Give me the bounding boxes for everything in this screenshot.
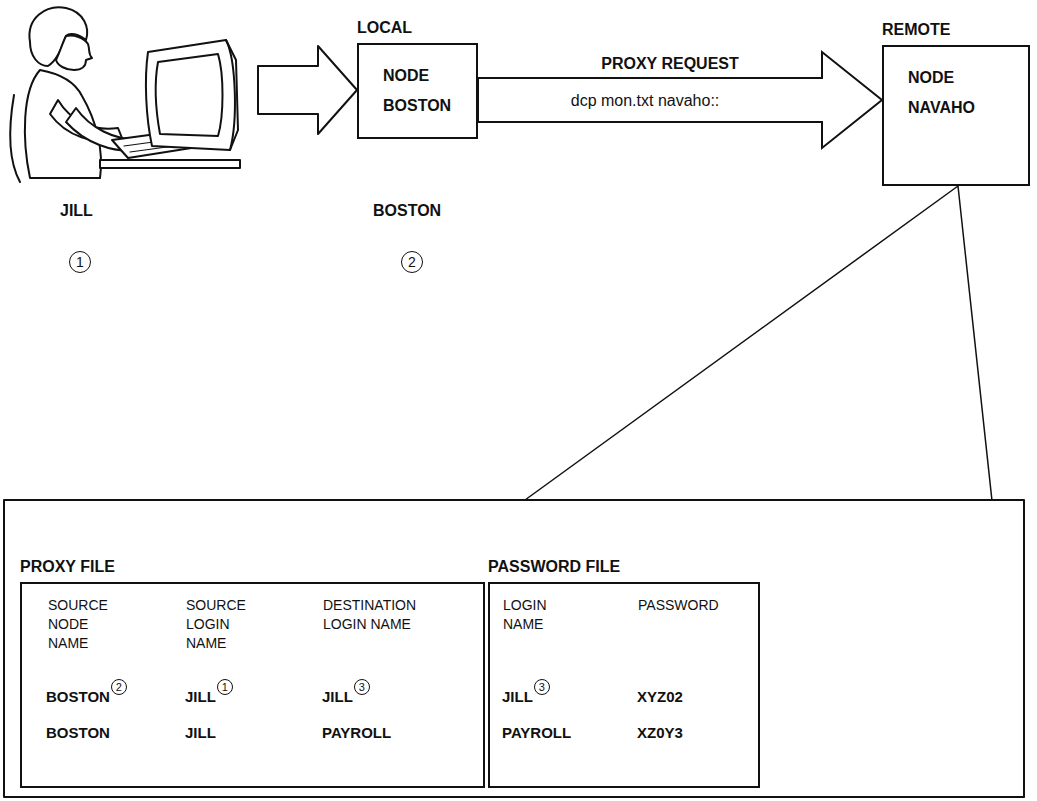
- chair-back: [10, 95, 20, 182]
- node-heading: LOCAL: [357, 19, 412, 37]
- column-header: SOURCE LOGIN NAME: [186, 596, 246, 653]
- command-text: dcp mon.txt navaho::: [571, 92, 720, 110]
- table-cell: JILL: [322, 688, 353, 705]
- column-header: DESTINATION LOGIN NAME: [323, 596, 416, 634]
- node-heading: REMOTE: [882, 21, 950, 39]
- table-cell: JILL: [185, 688, 216, 705]
- callout-number: 1: [69, 251, 91, 273]
- node-label: NODE NAVAHO: [908, 63, 975, 123]
- table-cell: JILL: [502, 688, 533, 705]
- node-heading: PROXY FILE: [20, 558, 115, 576]
- column-header: PASSWORD: [638, 596, 719, 615]
- table-cell: XYZ02: [637, 688, 683, 705]
- column-header: LOGIN NAME: [503, 596, 547, 634]
- face: [56, 35, 92, 70]
- table-cell: JILL: [185, 724, 216, 741]
- monitor-hood: [226, 40, 238, 150]
- table-cell: PAYROLL: [322, 724, 391, 741]
- person-name: JILL: [60, 202, 93, 220]
- callout-number: 2: [111, 679, 127, 695]
- node-heading: PASSWORD FILE: [488, 558, 620, 576]
- screen: [156, 54, 223, 136]
- node-name: BOSTON: [373, 202, 441, 220]
- node-label: NODE BOSTON: [383, 61, 451, 121]
- table-cell: BOSTON: [46, 724, 110, 741]
- desk: [100, 160, 240, 168]
- callout-number: 1: [217, 679, 233, 695]
- table-cell: XZ0Y3: [637, 724, 683, 741]
- callout-number: 3: [534, 679, 550, 695]
- table-cell: PAYROLL: [502, 724, 571, 741]
- node-box: REMOTENODE NAVAHO: [882, 45, 1030, 186]
- proxy-request-arrow: [478, 52, 882, 148]
- file-panel: [4, 500, 1024, 797]
- callout-number: 3: [354, 679, 370, 695]
- monitor: [146, 40, 235, 150]
- callout-number: 2: [401, 251, 423, 273]
- table-cell: BOSTON: [46, 688, 110, 705]
- request-arrow: [258, 46, 357, 134]
- node-box: LOCALNODE BOSTON: [357, 43, 478, 139]
- column-header: SOURCE NODE NAME: [48, 596, 108, 653]
- edge-label: PROXY REQUEST: [601, 55, 739, 73]
